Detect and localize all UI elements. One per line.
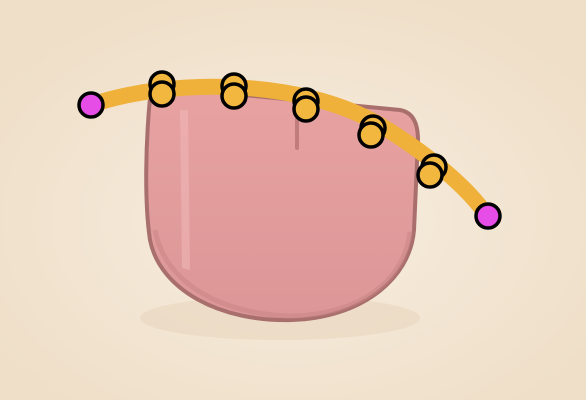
control-point-10[interactable] xyxy=(416,161,444,189)
curve-start-point[interactable] xyxy=(77,91,105,119)
control-point-8[interactable] xyxy=(357,121,385,149)
control-point-4[interactable] xyxy=(220,82,248,110)
control-points xyxy=(148,70,448,189)
tongue-edge-shade xyxy=(152,229,413,319)
curve-end-point[interactable] xyxy=(474,202,502,230)
endpoints xyxy=(77,91,502,230)
control-point-6[interactable] xyxy=(292,95,320,123)
tongue-body xyxy=(144,86,420,323)
control-point-2[interactable] xyxy=(148,80,176,108)
tongue-highlight xyxy=(180,110,190,270)
